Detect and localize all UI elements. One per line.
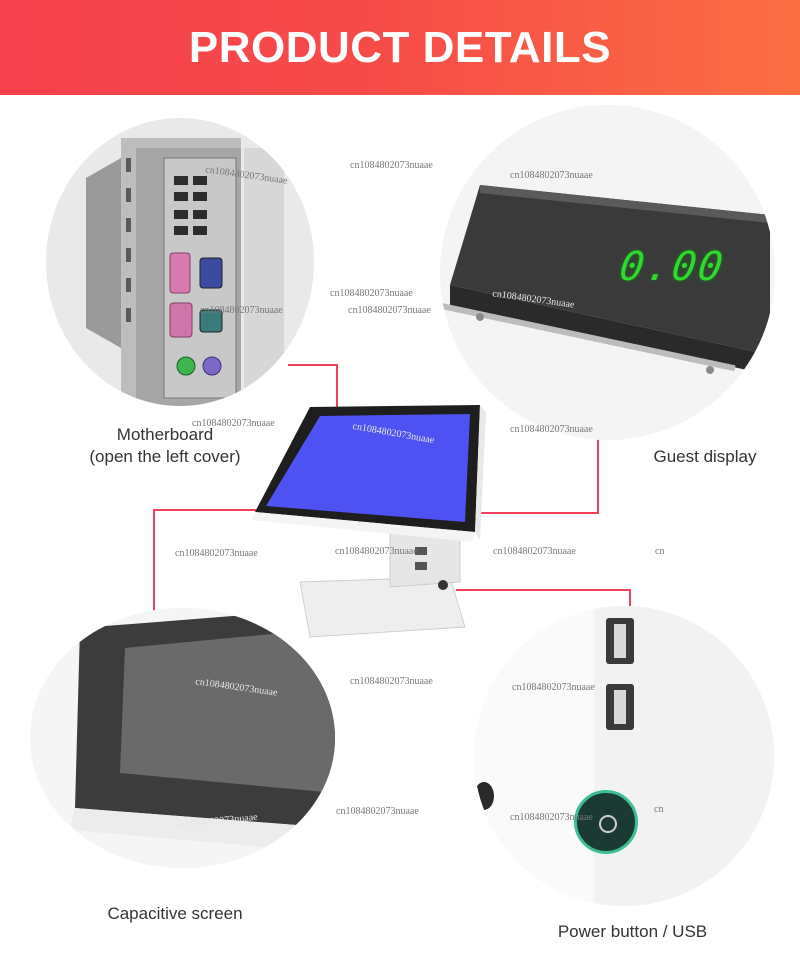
watermark: cn1084802073nuaae [510,170,593,181]
power-symbol [599,815,617,833]
power-usb-caption: Power button / USB [557,922,708,941]
motherboard-caption: Motherboard (open the left cover) [55,424,275,468]
watermark: cn1084802073nuaae [510,424,593,435]
connector-capacitive-screen [153,509,262,612]
watermark: cn1084802073nuaae [336,806,419,817]
connector-motherboard [288,364,338,420]
watermark: cn1084802073nuaae [350,676,433,687]
guest-display-value: 0.00 [616,244,728,290]
capacitive-screen-photo [30,608,335,868]
watermark: cn1084802073nuaae [330,288,413,299]
watermark: cn1084802073nuaae [348,305,431,316]
page-title: PRODUCT DETAILS [188,23,612,72]
watermark: cn1084802073nuaae [175,548,258,559]
header-banner [0,0,800,95]
power-usb-photo [474,606,774,906]
connector-power-usb [456,589,631,612]
watermark: cn1084802073nuaae [350,160,433,171]
watermark: cn1084802073nuaae [192,418,275,429]
watermark: cn1084802073nuaae [510,812,593,823]
power-button-icon [574,790,638,854]
guest-display-caption: Guest display [653,447,757,466]
watermark: cn1084802073nuaae [512,682,595,693]
motherboard-sublabel: (open the left cover) [89,447,241,466]
watermark: cn1084802073nuaae [335,546,418,557]
watermark-fragment: cn [655,546,665,557]
motherboard-label: Motherboard [116,425,214,444]
capacitive-screen-caption: Capacitive screen [107,904,243,923]
watermark: cn1084802073nuaae [493,546,576,557]
guest-display-photo [440,105,775,440]
watermark: cn1084802073nuaae [200,305,283,316]
watermark-fragment: cn [654,804,664,815]
motherboard-photo [46,118,314,406]
pos-terminal [252,405,486,638]
